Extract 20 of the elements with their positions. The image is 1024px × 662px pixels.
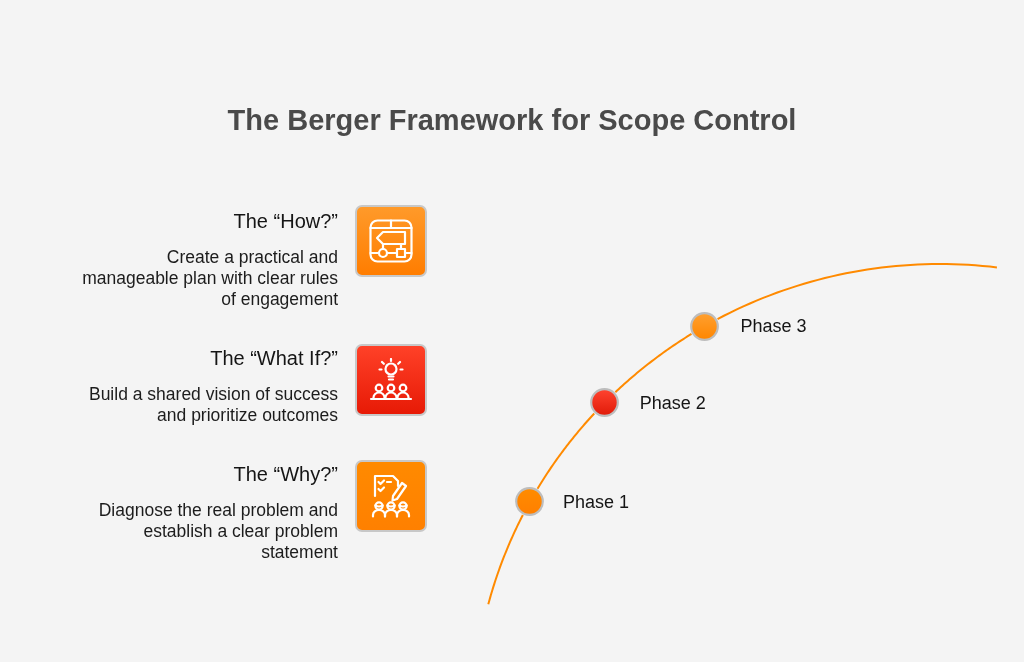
step-description: Diagnose the real problem and establish a clear problem statement bbox=[98, 499, 338, 563]
phase-marker bbox=[689, 311, 719, 341]
step-description: Create a practical and manageable plan with clear rules of engagement bbox=[82, 246, 338, 310]
icon-tile bbox=[355, 344, 427, 416]
icon-tile bbox=[355, 460, 427, 532]
timeline-curve bbox=[487, 513, 524, 606]
phase-marker bbox=[515, 487, 545, 517]
phase-marker bbox=[590, 388, 620, 418]
step-description: Build a shared vision of success and prioritize outcomes bbox=[88, 383, 338, 426]
step-heading: The “How?” bbox=[233, 209, 338, 233]
icon-tile bbox=[355, 205, 427, 277]
diagram-title: The Berger Framework for Scope Control bbox=[227, 103, 797, 137]
phase-label: Phase 2 bbox=[639, 391, 706, 414]
timeline-curve bbox=[716, 263, 998, 321]
phase-label: Phase 1 bbox=[562, 490, 630, 513]
step-heading: The “What If?” bbox=[210, 346, 338, 370]
phase-label: Phase 3 bbox=[740, 315, 807, 338]
timeline-curve bbox=[614, 332, 693, 394]
timeline-curve bbox=[536, 412, 596, 490]
step-heading: The “Why?” bbox=[233, 462, 338, 486]
